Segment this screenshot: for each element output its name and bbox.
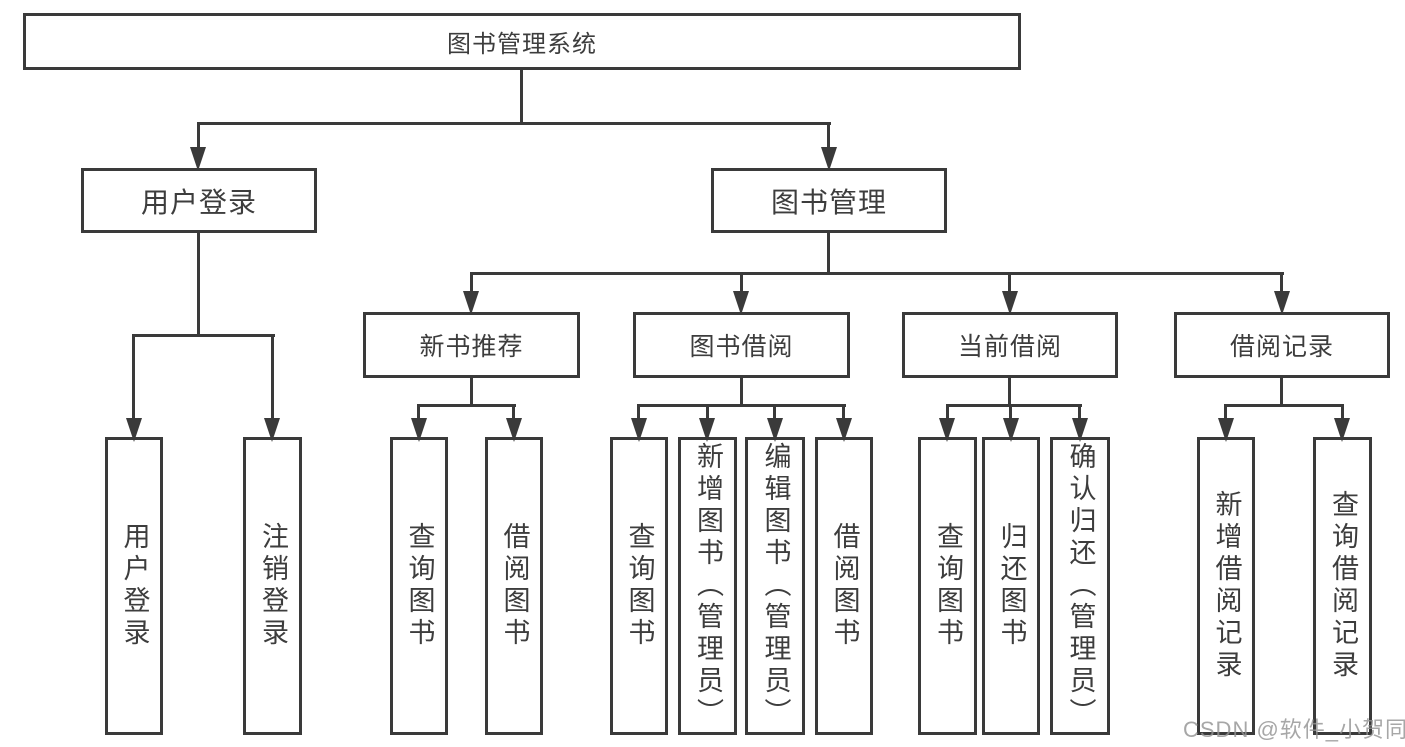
node-leaf-confirm-return-admin: 确认归还（管理员） <box>1050 437 1110 735</box>
connector-arrowhead <box>190 147 206 171</box>
node-leaf-borrow-books-1: 借阅图书 <box>485 437 543 735</box>
connector-line <box>706 404 709 420</box>
connector-line <box>1008 272 1011 293</box>
node-leaf-query-books-3: 查询图书 <box>918 437 977 735</box>
node-book-management: 图书管理 <box>711 168 947 233</box>
connector-arrowhead <box>836 418 852 442</box>
connector-arrowhead <box>1218 418 1234 442</box>
node-leaf-query-books-1-label: 查询图书 <box>404 522 435 650</box>
connector-arrowhead <box>767 418 783 442</box>
connector-arrowhead <box>1072 418 1088 442</box>
node-root: 图书管理系统 <box>23 13 1021 70</box>
connector-arrowhead <box>699 418 715 442</box>
connector-line <box>946 404 1082 407</box>
node-leaf-query-borrow-record-label: 查询借阅记录 <box>1328 490 1358 682</box>
connector-line <box>740 378 743 407</box>
connector-line <box>132 334 135 420</box>
node-leaf-user-login: 用户登录 <box>105 437 163 735</box>
node-book-borrow: 图书借阅 <box>633 312 850 378</box>
connector-line <box>470 272 473 293</box>
connector-arrowhead <box>411 418 427 442</box>
connector-arrowhead <box>126 418 142 442</box>
node-leaf-edit-books-admin-label: 编辑图书（管理员） <box>760 442 791 730</box>
connector-line <box>842 404 845 420</box>
node-user-login-label: 用户登录 <box>140 186 257 218</box>
node-new-book-recommend: 新书推荐 <box>363 312 580 378</box>
node-current-borrow: 当前借阅 <box>902 312 1118 378</box>
connector-arrowhead <box>1334 418 1350 442</box>
connector-line <box>1280 378 1283 407</box>
node-leaf-add-books-admin-label: 新增图书（管理员） <box>693 442 723 730</box>
node-leaf-add-borrow-record-label: 新增借阅记录 <box>1211 490 1242 682</box>
node-book-management-label: 图书管理 <box>770 186 887 218</box>
connector-arrowhead <box>506 418 522 442</box>
connector-line <box>417 404 420 420</box>
connector-line <box>520 70 523 125</box>
connector-arrowhead <box>463 291 479 315</box>
connector-line <box>773 404 776 420</box>
connector-line <box>271 334 274 420</box>
node-leaf-query-books-2-label: 查询图书 <box>624 522 655 650</box>
connector-arrowhead <box>821 147 837 171</box>
connector-line <box>637 404 846 407</box>
node-leaf-borrow-books-2: 借阅图书 <box>815 437 873 735</box>
node-leaf-user-login-label: 用户登录 <box>119 522 150 650</box>
connector-arrowhead <box>733 291 749 315</box>
node-leaf-return-books-label: 归还图书 <box>996 522 1027 650</box>
connector-line <box>946 404 949 420</box>
node-borrow-record-label: 借阅记录 <box>1229 333 1334 361</box>
connector-arrowhead <box>264 418 280 442</box>
connector-line <box>1008 378 1011 407</box>
node-leaf-borrow-books-2-label: 借阅图书 <box>829 522 860 650</box>
connector-line <box>470 272 1284 275</box>
node-leaf-edit-books-admin: 编辑图书（管理员） <box>745 437 805 735</box>
node-leaf-logout-label: 注销登录 <box>258 522 288 650</box>
connector-line <box>197 122 200 150</box>
node-leaf-return-books: 归还图书 <box>982 437 1040 735</box>
node-leaf-query-borrow-record: 查询借阅记录 <box>1313 437 1372 735</box>
node-leaf-add-borrow-record: 新增借阅记录 <box>1197 437 1255 735</box>
connector-line <box>740 272 743 293</box>
connector-line <box>1341 404 1344 420</box>
connector-line <box>1009 404 1012 420</box>
node-new-book-recommend-label: 新书推荐 <box>419 333 524 361</box>
connector-line <box>512 404 515 420</box>
connector-line <box>197 122 831 125</box>
node-root-label: 图书管理系统 <box>447 31 597 58</box>
node-user-login: 用户登录 <box>81 168 317 233</box>
connector-arrowhead <box>1002 291 1018 315</box>
node-current-borrow-label: 当前借阅 <box>957 333 1062 361</box>
node-book-borrow-label: 图书借阅 <box>689 333 794 361</box>
connector-line <box>827 233 830 274</box>
connector-line <box>1224 404 1344 407</box>
watermark: CSDN @软件_小贺同学 <box>1183 717 1405 742</box>
connector-line <box>637 404 640 420</box>
node-leaf-borrow-books-1-label: 借阅图书 <box>499 522 530 650</box>
connector-line <box>417 404 516 407</box>
connector-line <box>1224 404 1227 420</box>
connector-line <box>470 378 473 407</box>
node-leaf-query-books-2: 查询图书 <box>610 437 668 735</box>
connector-arrowhead <box>1274 291 1290 315</box>
connector-line <box>1280 272 1283 293</box>
node-leaf-query-books-1: 查询图书 <box>390 437 448 735</box>
connector-arrowhead <box>631 418 647 442</box>
node-borrow-record: 借阅记录 <box>1174 312 1390 378</box>
node-leaf-add-books-admin: 新增图书（管理员） <box>678 437 737 735</box>
node-leaf-logout: 注销登录 <box>243 437 302 735</box>
connector-line <box>197 233 200 336</box>
connector-arrowhead <box>1003 418 1019 442</box>
connector-line <box>827 122 830 150</box>
node-leaf-query-books-3-label: 查询图书 <box>933 522 963 650</box>
connector-arrowhead <box>939 418 955 442</box>
connector-line <box>1078 404 1081 420</box>
node-leaf-confirm-return-admin-label: 确认归还（管理员） <box>1065 442 1096 730</box>
connector-line <box>132 334 275 337</box>
